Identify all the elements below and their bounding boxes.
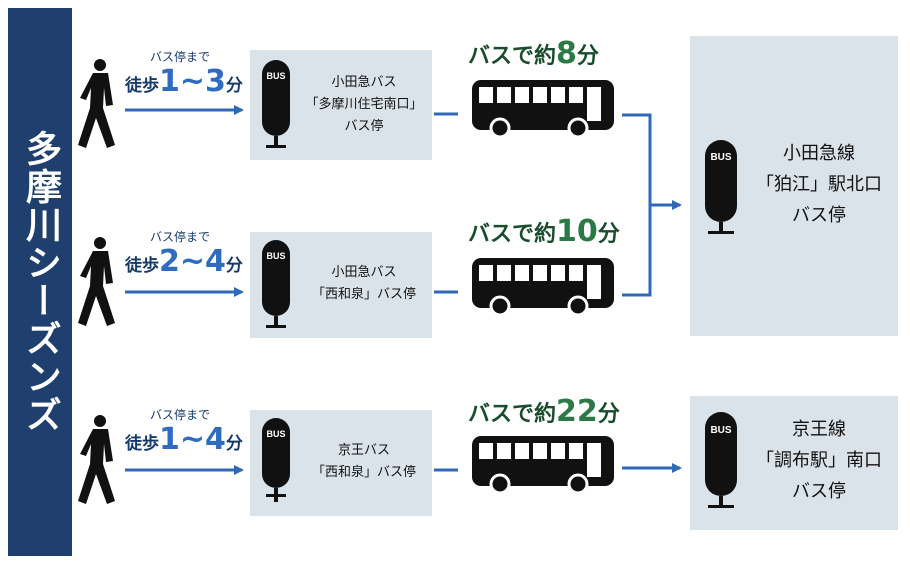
bus-icon [472,436,614,495]
sidebar-title: 多摩川シーズンズ [20,130,61,434]
stop-text: 小田急バス 「西和泉」バス停 [300,262,428,306]
destination-station: 「狛江」駅北口 [756,174,882,195]
bus-icon [472,258,614,317]
stop-name: 「西和泉」バス停 [311,287,416,302]
destination-text: 小田急線 「狛江」駅北口 バス停 [746,138,892,231]
destination-text: 京王線 「調布駅」南口 バス停 [746,414,892,507]
bus-sign-label: BUS [266,251,285,261]
bus-stop-icon [705,140,737,234]
walk-range: 1~4 [159,422,226,457]
bus-time: バスで約8分 [468,36,599,71]
bus-time-minutes: 8 [556,36,577,71]
walk-label: 徒歩 [125,434,159,454]
bus-time-minutes: 10 [556,214,598,249]
walk-unit: 分 [225,434,243,454]
bus-time-prefix: バスで約 [468,222,557,247]
stop-operator: 京王バス [337,443,390,458]
bus-time: バスで約22分 [468,394,620,429]
walk-caption: バス停まで [149,408,210,422]
walking-person-icon [78,415,115,504]
stop-type: バス停 [344,119,384,134]
bus-stop-icon [262,60,290,148]
walk-caption: バス停まで [149,230,210,244]
bus-time-unit: 分 [597,402,620,427]
bus-time: バスで約10分 [468,214,620,249]
stop-text: 小田急バス 「多摩川住宅南口」 バス停 [300,72,428,138]
bus-stop-icon [262,418,290,502]
walk-range: 2~4 [159,244,226,279]
bus-time-minutes: 22 [556,394,598,429]
destination-line: 京王線 [792,419,846,440]
stop-name: 「西和泉」バス停 [311,465,416,480]
stop-operator: 小田急バス [331,265,397,280]
walk-caption: バス停まで [149,50,210,64]
destination-stop-type: バス停 [792,481,846,502]
destination-line: 小田急線 [783,143,855,164]
destination-station: 「調布駅」南口 [756,450,882,471]
bus-sign-label: BUS [710,152,731,163]
stop-text: 京王バス 「西和泉」バス停 [300,440,428,484]
walking-person-icon [78,237,115,326]
merge-connector [622,113,652,297]
bus-time-prefix: バスで約 [468,402,557,427]
walk-range: 1~3 [159,64,226,99]
walking-person-icon [78,59,115,148]
walk-label: 徒歩 [125,256,159,276]
walk-unit: 分 [225,256,243,276]
walk-label: 徒歩 [125,76,159,96]
stop-name: 「多摩川住宅南口」 [305,97,423,112]
bus-time-prefix: バスで約 [468,44,557,69]
bus-sign-label: BUS [710,425,731,436]
bus-time-unit: 分 [576,44,599,69]
bus-stop-icon [705,412,737,508]
bus-time-unit: 分 [597,222,620,247]
bus-icon [472,80,614,139]
walk-time: 徒歩1~3分 [125,64,243,99]
stop-operator: 小田急バス [331,75,397,90]
destination-stop-type: バス停 [792,205,846,226]
bus-sign-label: BUS [266,429,285,439]
walk-time: 徒歩2~4分 [125,244,243,279]
bus-stop-icon [262,240,290,328]
sidebar: 多摩川シーズンズ [8,8,72,556]
walk-time: 徒歩1~4分 [125,422,243,457]
walk-unit: 分 [225,76,243,96]
bus-sign-label: BUS [266,71,285,81]
